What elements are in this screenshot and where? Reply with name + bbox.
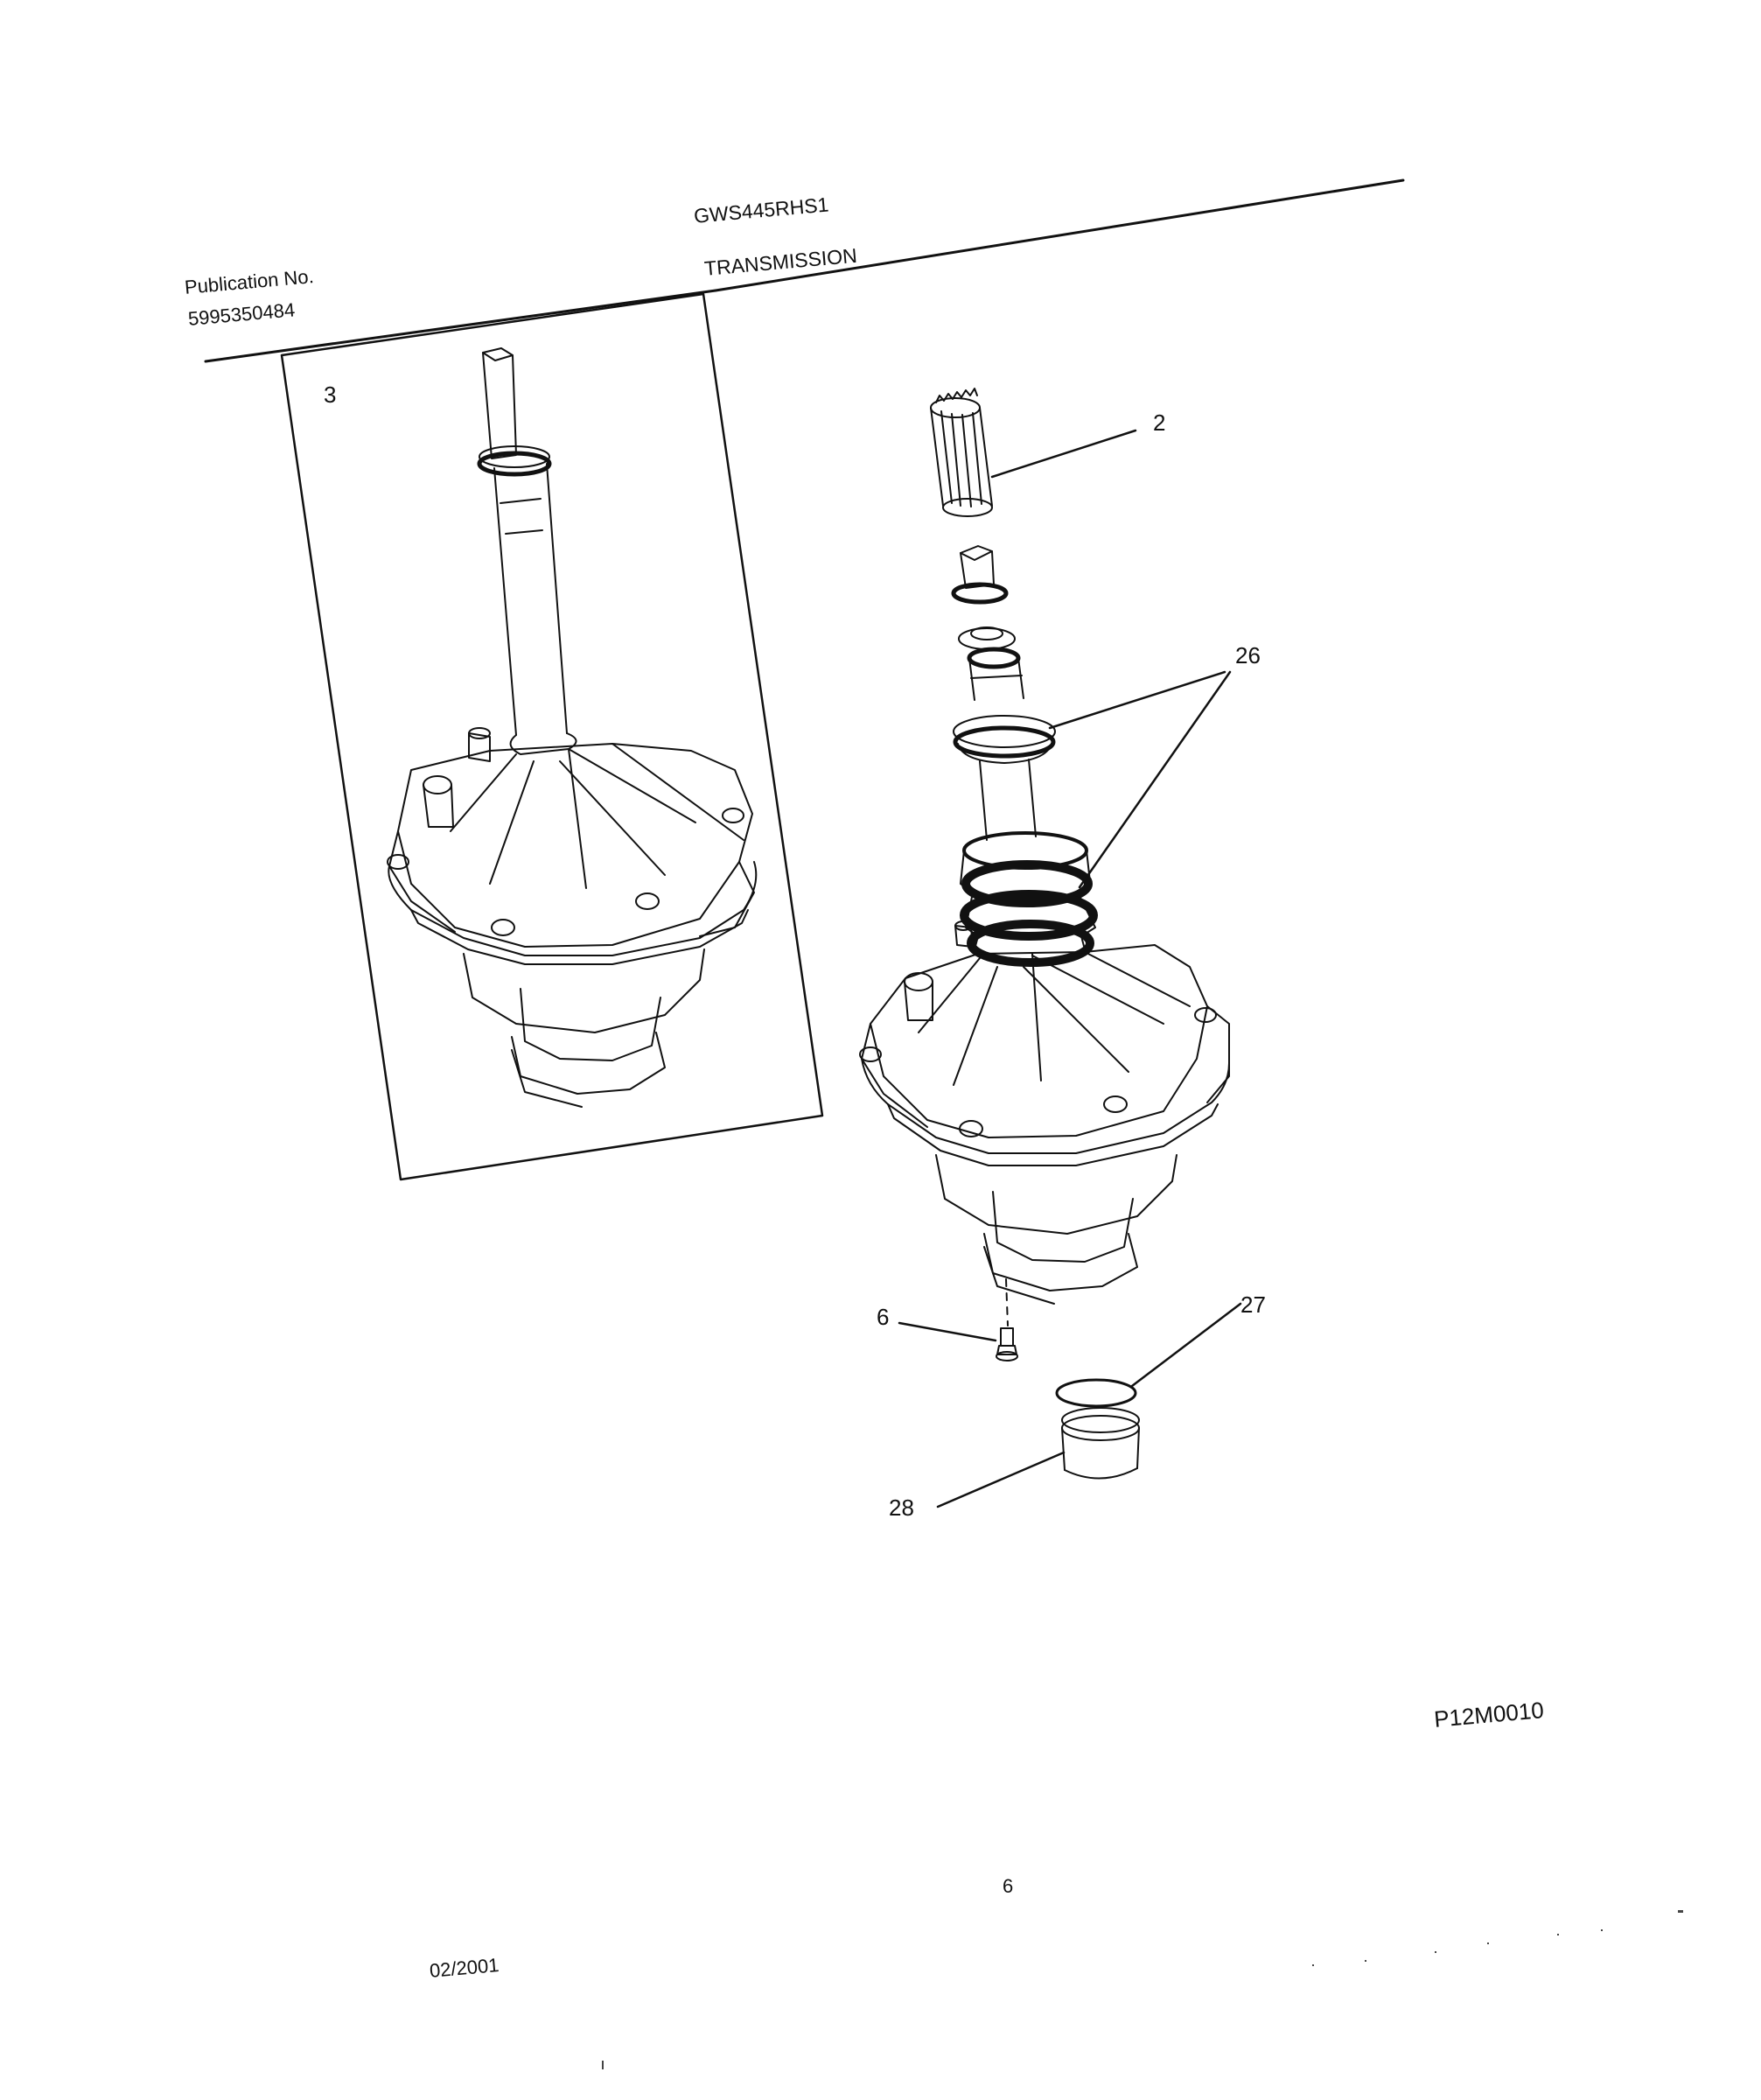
leader-26b [1078,670,1232,889]
callout-27: 27 [1240,1292,1266,1318]
leader-6 [898,1321,997,1342]
assembled-transmission-drawing [387,347,758,1108]
part-2-splined-coupling [930,388,993,517]
exploded-shaft-drawing [859,545,1230,1305]
scan-noise [602,1910,1683,2069]
callout-3: 3 [324,382,337,408]
header-rule-lower [204,289,717,363]
leader-26a [1048,670,1226,730]
callout-26: 26 [1235,642,1261,668]
part-27-ring [1055,1378,1137,1408]
leader-28 [936,1451,1066,1508]
part-28-bushing [1061,1407,1140,1480]
page-number: 6 [1003,1875,1014,1897]
callout-28: 28 [889,1494,914,1521]
assembly-inset-frame [280,292,824,1181]
callout-2: 2 [1153,410,1166,436]
callout-6: 6 [877,1304,890,1330]
header-rule-upper [714,178,1405,292]
leader-27 [1130,1302,1242,1388]
leader-2 [990,429,1137,479]
part-6-screw [996,1278,1018,1362]
